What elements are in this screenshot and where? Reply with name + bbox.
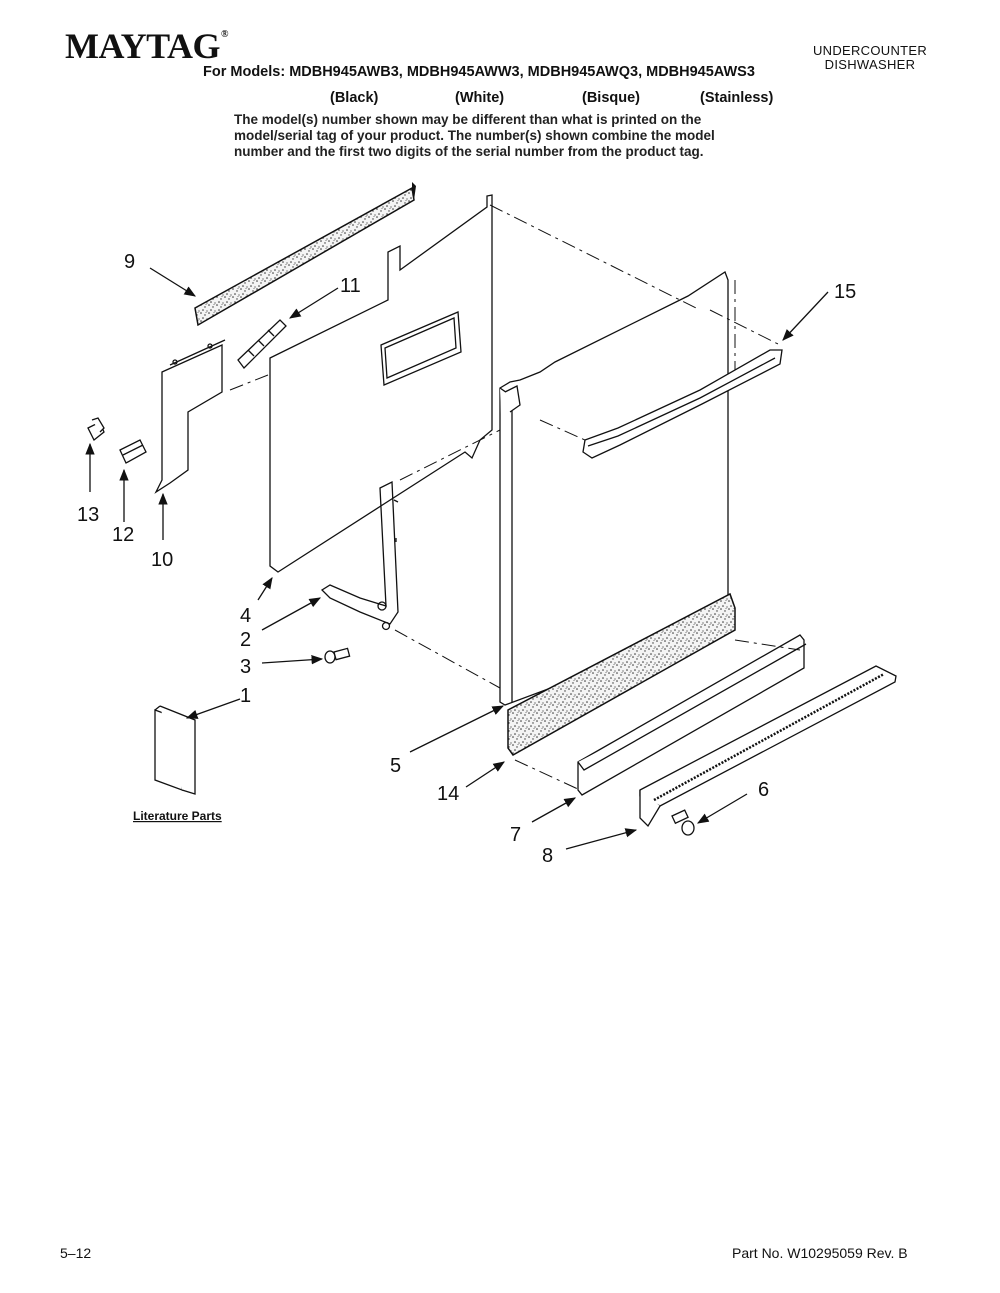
part-10-side-bracket	[154, 339, 226, 494]
part-9-insulation-strip	[194, 182, 416, 327]
part-6-screw	[671, 809, 695, 836]
callout-3: 3	[240, 656, 251, 678]
color-black: (Black)	[330, 90, 379, 106]
part-14-insulation-strip	[507, 592, 736, 756]
part-12-spacer	[119, 439, 147, 464]
callout-10: 10	[151, 549, 173, 571]
part-15-handle	[582, 349, 783, 459]
part-11-foam-tube	[237, 319, 287, 369]
model-note: The model(s) number shown may be differe…	[234, 112, 794, 160]
part-7-toe-kick	[577, 634, 807, 796]
part-number: Part No. W10295059 Rev. B	[732, 1245, 908, 1261]
color-bisque: (Bisque)	[582, 90, 640, 106]
part-8-toe-kick-plate	[639, 665, 897, 828]
part-2-hinge-bracket	[320, 480, 399, 631]
callout-9: 9	[124, 251, 135, 273]
callout-14: 14	[437, 783, 459, 805]
callout-2: 2	[240, 629, 251, 651]
callout-13: 13	[77, 504, 99, 526]
callout-15: 15	[834, 281, 856, 303]
note-line-3: number and the first two digits of the s…	[234, 144, 704, 159]
literature-parts-label: Literature Parts	[133, 809, 222, 823]
note-line-2: model/serial tag of your product. The nu…	[234, 128, 715, 143]
color-stainless: (Stainless)	[700, 90, 774, 106]
callout-11: 11	[340, 275, 361, 297]
models-line: For Models: MDBH945AWB3, MDBH945AWW3, MD…	[203, 64, 755, 80]
callout-8: 8	[542, 845, 553, 867]
note-line-1: The model(s) number shown may be differe…	[234, 112, 702, 127]
part-3-screw	[324, 647, 351, 664]
part-5-outer-door-panel	[499, 271, 729, 706]
callout-labels: 1 2 3 4 5 6 7 8 9 10 11 12 13 14 15 Lite…	[77, 251, 856, 867]
callout-4: 4	[240, 605, 251, 627]
product-type-line-1: UNDERCOUNTER	[812, 43, 928, 58]
leader-arrows	[85, 267, 829, 850]
registered-mark: ®	[221, 29, 228, 40]
page-number: 5–12	[60, 1245, 92, 1261]
callout-7: 7	[510, 824, 521, 846]
product-type-line-2: DISHWASHER	[824, 57, 916, 72]
brand-logo: MAYTAG®	[65, 26, 228, 66]
callout-6: 6	[758, 779, 769, 801]
callout-1: 1	[240, 685, 251, 707]
callout-12: 12	[112, 524, 134, 546]
assembly-dash-lines	[229, 204, 801, 791]
part-13-clip	[87, 417, 105, 442]
part-4-inner-door-panel	[269, 194, 493, 573]
part-1-literature	[154, 705, 196, 795]
callout-5: 5	[390, 755, 401, 777]
color-white: (White)	[455, 90, 505, 106]
product-type: UNDERCOUNTER DISHWASHER	[800, 44, 940, 72]
